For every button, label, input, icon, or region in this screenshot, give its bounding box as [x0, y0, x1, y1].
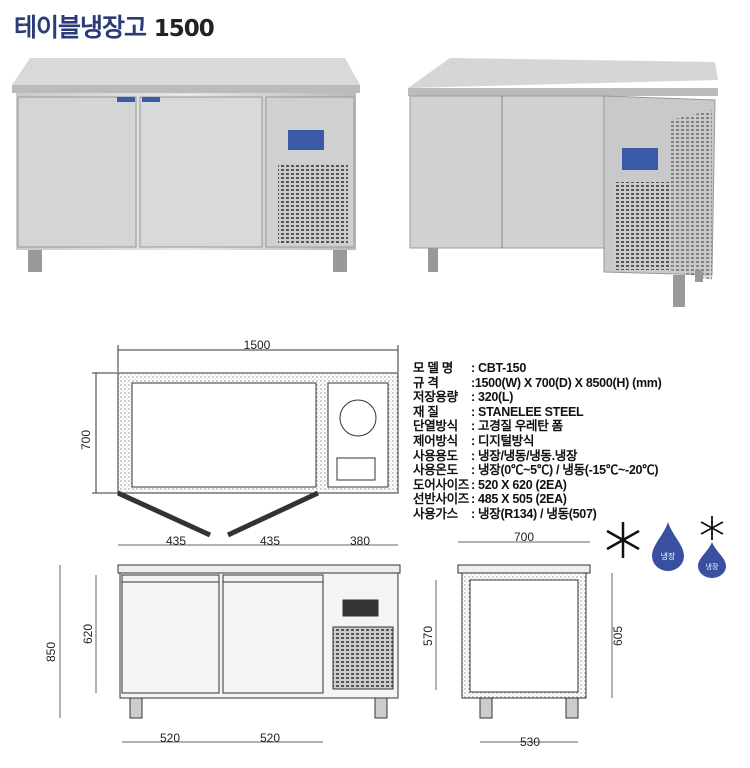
dim-front-door1: 520 [160, 731, 180, 745]
spec-value: 320(L) [478, 390, 514, 405]
dim-front-height: 850 [44, 642, 58, 662]
title-size: 1500 [153, 16, 215, 42]
spec-row: 재 질: STANELEE STEEL [413, 404, 584, 419]
dim-top-machine: 380 [350, 534, 370, 548]
spec-key: 단열방식 [413, 419, 458, 434]
dim-top-width: 1500 [244, 338, 271, 352]
spec-value: CBT-150 [478, 361, 526, 375]
spec-key: 사용용도 [413, 448, 458, 463]
spec-key: 선반사이즈 [413, 492, 470, 507]
fridge-label: 냉장 [661, 551, 676, 561]
spec-key: 제어방식 [413, 433, 458, 448]
spec-row: 사용가스: 냉장(R134) / 냉동(507) [413, 506, 597, 521]
dim-top-door1: 435 [166, 534, 186, 548]
spec-row: 모 델 명: CBT-150 [413, 361, 526, 375]
dim-side-inner-depth: 530 [520, 735, 540, 749]
spec-value: 485 X 505 (2EA) [478, 492, 567, 507]
product-photo-front [12, 58, 360, 272]
top-view-drawing [92, 345, 399, 546]
dim-front-door2: 520 [260, 731, 280, 745]
spec-list: 모 델 명: CBT-150 규 격:1500(W) X 700(D) X 85… [413, 361, 662, 522]
spec-value: 디지털방식 [478, 433, 535, 448]
fridge-label-2: 냉장 [706, 562, 719, 571]
page-title: 테이블냉장고 1500 [14, 8, 215, 44]
spec-value: STANELEE STEEL [478, 404, 584, 419]
fridge-freezer-combo-icon: 냉장 [698, 516, 726, 578]
spec-key: 사용가스 [413, 506, 458, 521]
freezer-snowflake-icon [606, 522, 640, 558]
spec-key: 규 격 [413, 375, 439, 390]
spec-row: 규 격:1500(W) X 700(D) X 8500(H) (mm) [413, 375, 662, 390]
dim-side-body-height: 605 [611, 626, 625, 646]
dim-front-door-height: 620 [81, 624, 95, 644]
spec-row: 단열방식: 고경질 우레탄 폼 [413, 419, 563, 434]
dim-top-door2: 435 [260, 534, 280, 548]
dim-side-depth: 700 [514, 530, 534, 544]
spec-value: 1500(W) X 700(D) X 8500(H) (mm) [474, 375, 662, 390]
spec-key: 사용온도 [413, 463, 458, 478]
fridge-drop-icon: 냉장 [652, 522, 684, 571]
spec-value: 냉장/냉동/냉동.냉장 [478, 448, 578, 463]
spec-row: 선반사이즈: 485 X 505 (2EA) [413, 492, 567, 507]
spec-value: 고경질 우레탄 폼 [478, 419, 563, 434]
dim-top-depth: 700 [79, 430, 93, 450]
spec-key: 저장용량 [413, 390, 458, 405]
title-text: 테이블냉장고 [14, 13, 147, 42]
spec-row: 사용용도: 냉장/냉동/냉동.냉장 [413, 448, 578, 463]
spec-value: 520 X 620 (2EA) [478, 477, 567, 492]
spec-value: 냉장(0℃~5℃) / 냉동(-15℃~-20℃) [478, 463, 659, 478]
spec-row: 저장용량: 320(L) [413, 390, 514, 405]
spec-row: 사용온도: 냉장(0℃~5℃) / 냉동(-15℃~-20℃) [413, 463, 659, 478]
spec-row: 제어방식: 디지털방식 [413, 433, 535, 448]
spec-key: 모 델 명 [413, 361, 453, 375]
spec-value: 냉장(R134) / 냉동(507) [478, 506, 597, 521]
side-view-drawing [435, 541, 613, 743]
front-view-drawing [59, 564, 401, 743]
product-photo-angle [408, 58, 718, 307]
spec-key: 재 질 [413, 404, 439, 419]
spec-row: 도어사이즈: 520 X 620 (2EA) [413, 477, 567, 492]
spec-key: 도어사이즈 [413, 477, 470, 492]
dim-side-inner-height: 570 [421, 626, 435, 646]
